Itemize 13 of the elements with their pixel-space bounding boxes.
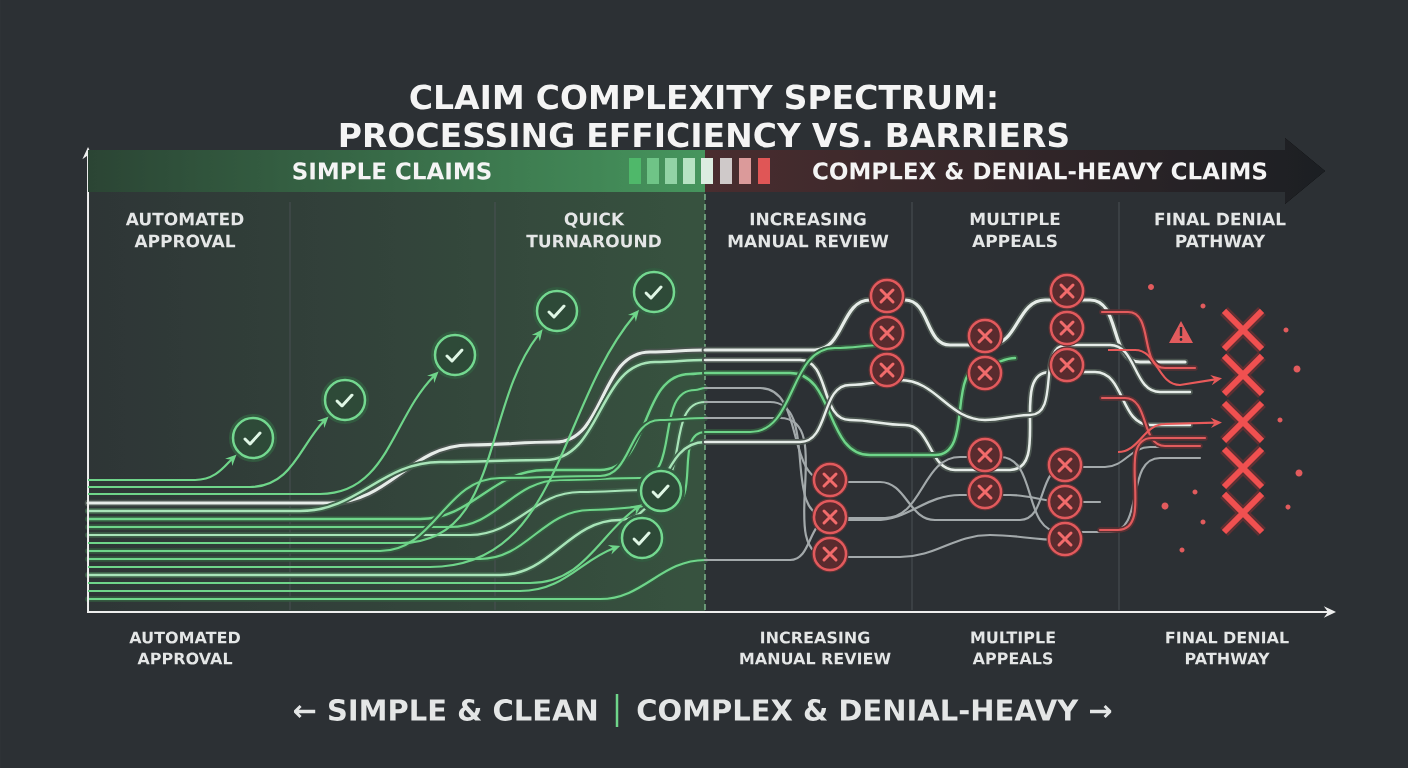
scale-label: ← SIMPLE & CLEAN <box>294 699 597 721</box>
column-heading: INCREASING MANUAL REVIEW <box>728 212 889 248</box>
section-title: COMPLEX & DENIAL-HEAVY CLAIMS <box>813 162 1267 180</box>
axis-label: MULTIPLE APPEALS <box>971 631 1055 665</box>
axis-label: INCREASING MANUAL REVIEW <box>740 631 891 665</box>
column-heading: AUTOMATED APPROVAL <box>125 212 244 248</box>
axis-label: AUTOMATED APPROVAL <box>129 631 240 665</box>
section-title: SIMPLE CLAIMS <box>293 162 491 180</box>
title: CLAIM COMPLEXITY SPECTRUM: PROCESSING EFFICIENCY VS. BARRIERS <box>340 84 1068 148</box>
scale-label: COMPLEX & DENIAL-HEAVY → <box>637 699 1112 721</box>
column-heading: MULTIPLE APPEALS <box>970 212 1060 248</box>
column-heading: QUICK TURNAROUND <box>526 212 661 248</box>
axis-label: FINAL DENIAL PATHWAY <box>1166 631 1289 665</box>
